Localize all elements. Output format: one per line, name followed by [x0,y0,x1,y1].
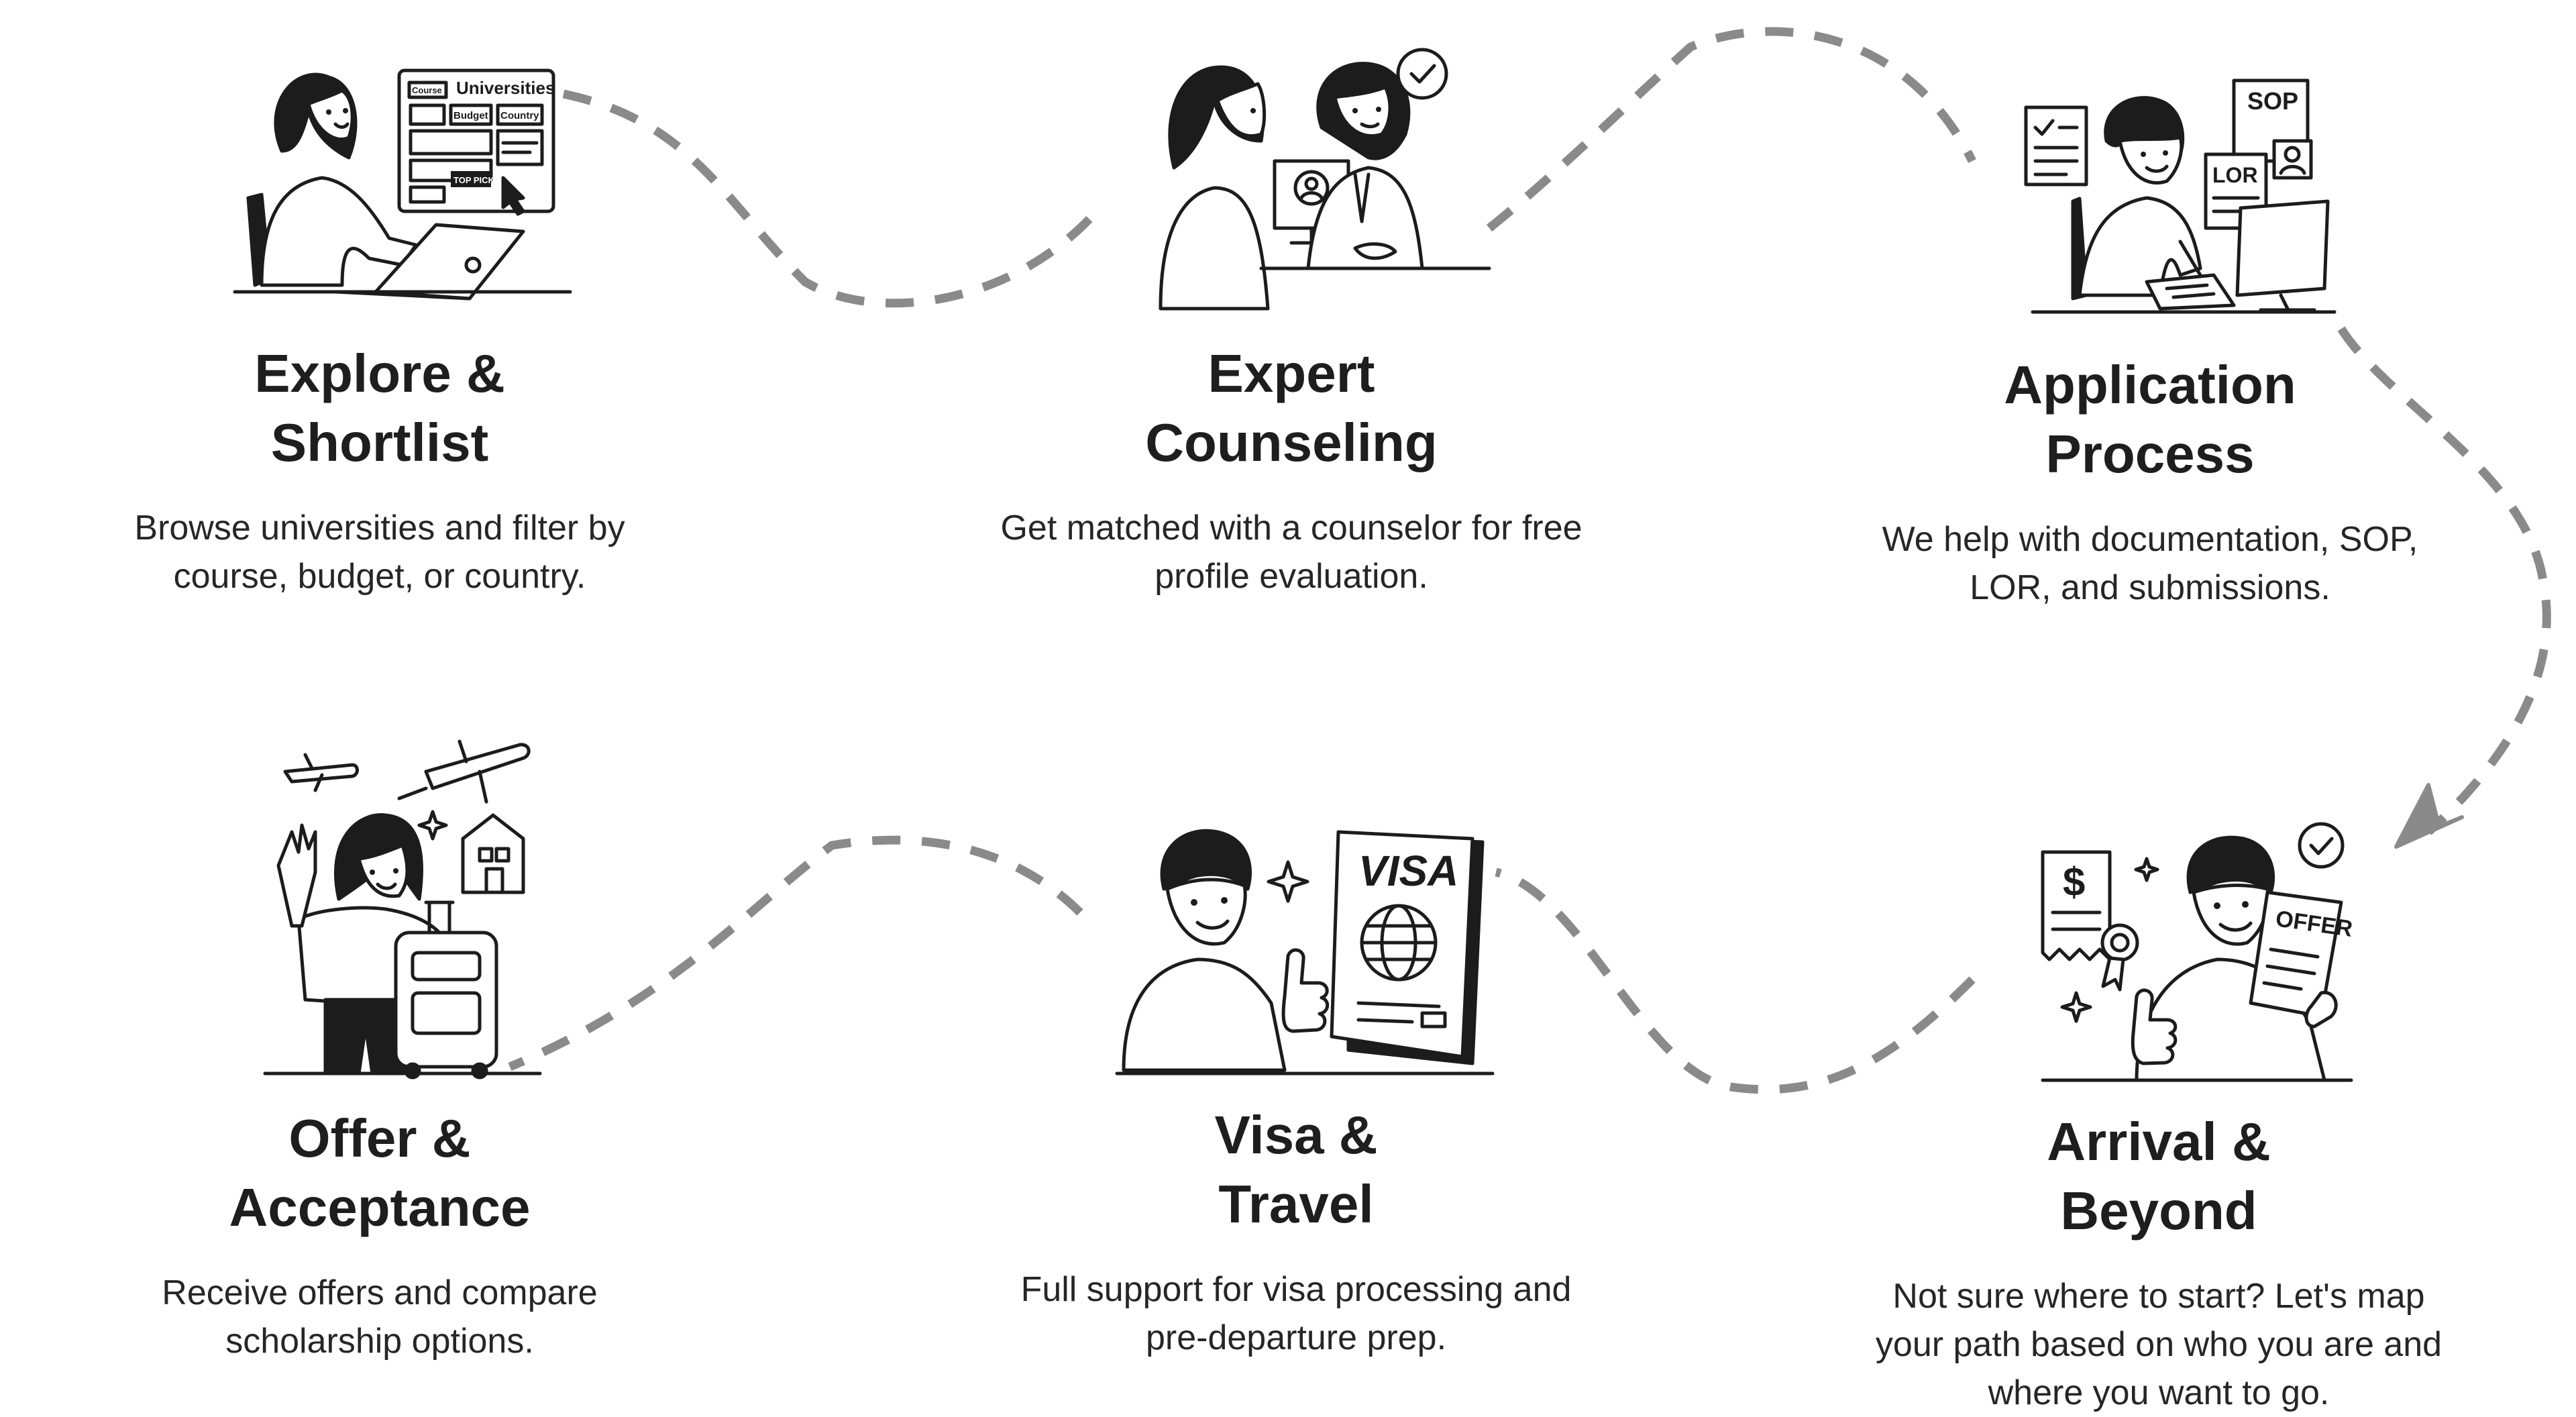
svg-text:LOR: LOR [2212,163,2258,187]
student-writing-documents-icon: SOP LOR [2024,78,2337,314]
step-description: Not sure where to start? Let's map your … [1875,1277,2443,1412]
step-4-illustration [263,738,547,1080]
step-5-illustration: VISA [1115,822,1495,1077]
step-description: Browse universities and filter by course… [134,509,625,596]
step-title: Application Process [2004,355,2296,484]
path-segment-3-6 [2337,326,2551,835]
step-description: Get matched with a counselor for free pr… [1000,509,1582,596]
svg-text:Universities: Universities [456,78,555,98]
svg-text:Budget: Budget [453,110,488,121]
step-6-illustration: $ OFFER [2036,822,2371,1084]
man-offer-letter-icon: $ OFFER [2041,822,2354,1082]
step-offer-acceptance: Offer & Acceptance Receive offers and co… [44,1104,715,1365]
step-2-illustration [1154,47,1503,311]
step-title: Visa & Travel [1214,1105,1378,1234]
path-segment-6-5 [1495,868,1976,1094]
svg-text:Course: Course [412,85,442,95]
step-application-process: Application Process We help with documen… [1815,350,2485,612]
step-3-illustration: SOP LOR [2012,74,2348,315]
path-segment-1-2 [562,89,1097,308]
svg-text:VISA: VISA [1358,847,1458,895]
step-title: Offer & Acceptance [229,1108,531,1237]
path-segment-2-3 [1486,27,1976,232]
step-title: Expert Counseling [1145,344,1438,472]
step-expert-counseling: Expert Counseling Get matched with a cou… [956,339,1627,600]
svg-text:Country: Country [500,110,539,121]
woman-laptop-university-list-icon: Universities Course Budget Country TOP P… [233,68,572,301]
path-arrowhead [2394,783,2464,849]
svg-text:TOP PICK: TOP PICK [453,175,495,185]
step-arrival-beyond: Arrival & Beyond Not sure where to start… [1823,1107,2494,1417]
counselor-headset-icon [1159,48,1491,311]
step-visa-travel: Visa & Travel Full support for visa proc… [961,1100,1631,1362]
step-title: Arrival & Beyond [2047,1112,2271,1241]
step-explore-shortlist: Explore & Shortlist Browse universities … [44,339,715,600]
step-description: Receive offers and compare scholarship o… [162,1273,598,1361]
path-segment-5-4 [508,835,1083,1071]
step-title: Explore & Shortlist [254,344,505,472]
step-description: Full support for visa processing and pre… [1020,1270,1572,1357]
step-1-illustration: Universities Course Budget Country TOP P… [233,64,584,305]
svg-text:SOP: SOP [2247,87,2298,115]
man-visa-thumbs-up-icon: VISA [1115,829,1495,1075]
step-description: We help with documentation, SOP, LOR, an… [1882,520,2418,607]
svg-text:$: $ [2063,859,2085,904]
traveler-luggage-plane-icon [263,739,542,1080]
